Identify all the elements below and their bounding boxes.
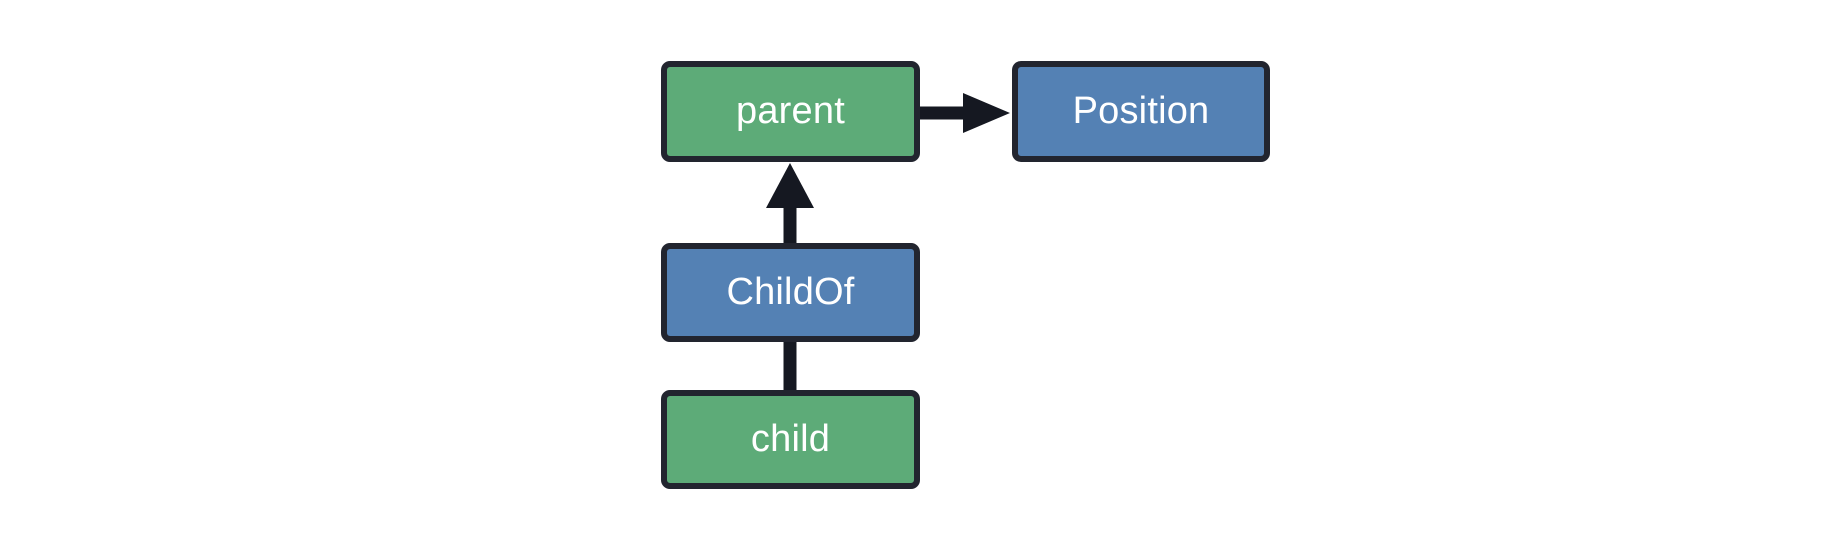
node-childof-label: ChildOf (726, 270, 855, 313)
node-child[interactable]: child (661, 390, 920, 489)
edge-childof-to-parent (766, 163, 814, 245)
node-position[interactable]: Position (1012, 61, 1270, 162)
node-parent-label: parent (736, 89, 845, 132)
edge-parent-to-position-arrowhead (963, 93, 1010, 133)
node-child-label: child (750, 417, 831, 460)
node-parent[interactable]: parent (661, 61, 920, 162)
edge-parent-to-position (914, 93, 1010, 133)
node-position-label: Position (1072, 89, 1210, 132)
edge-childof-to-parent-arrowhead (766, 163, 814, 208)
node-childof[interactable]: ChildOf (661, 243, 920, 342)
